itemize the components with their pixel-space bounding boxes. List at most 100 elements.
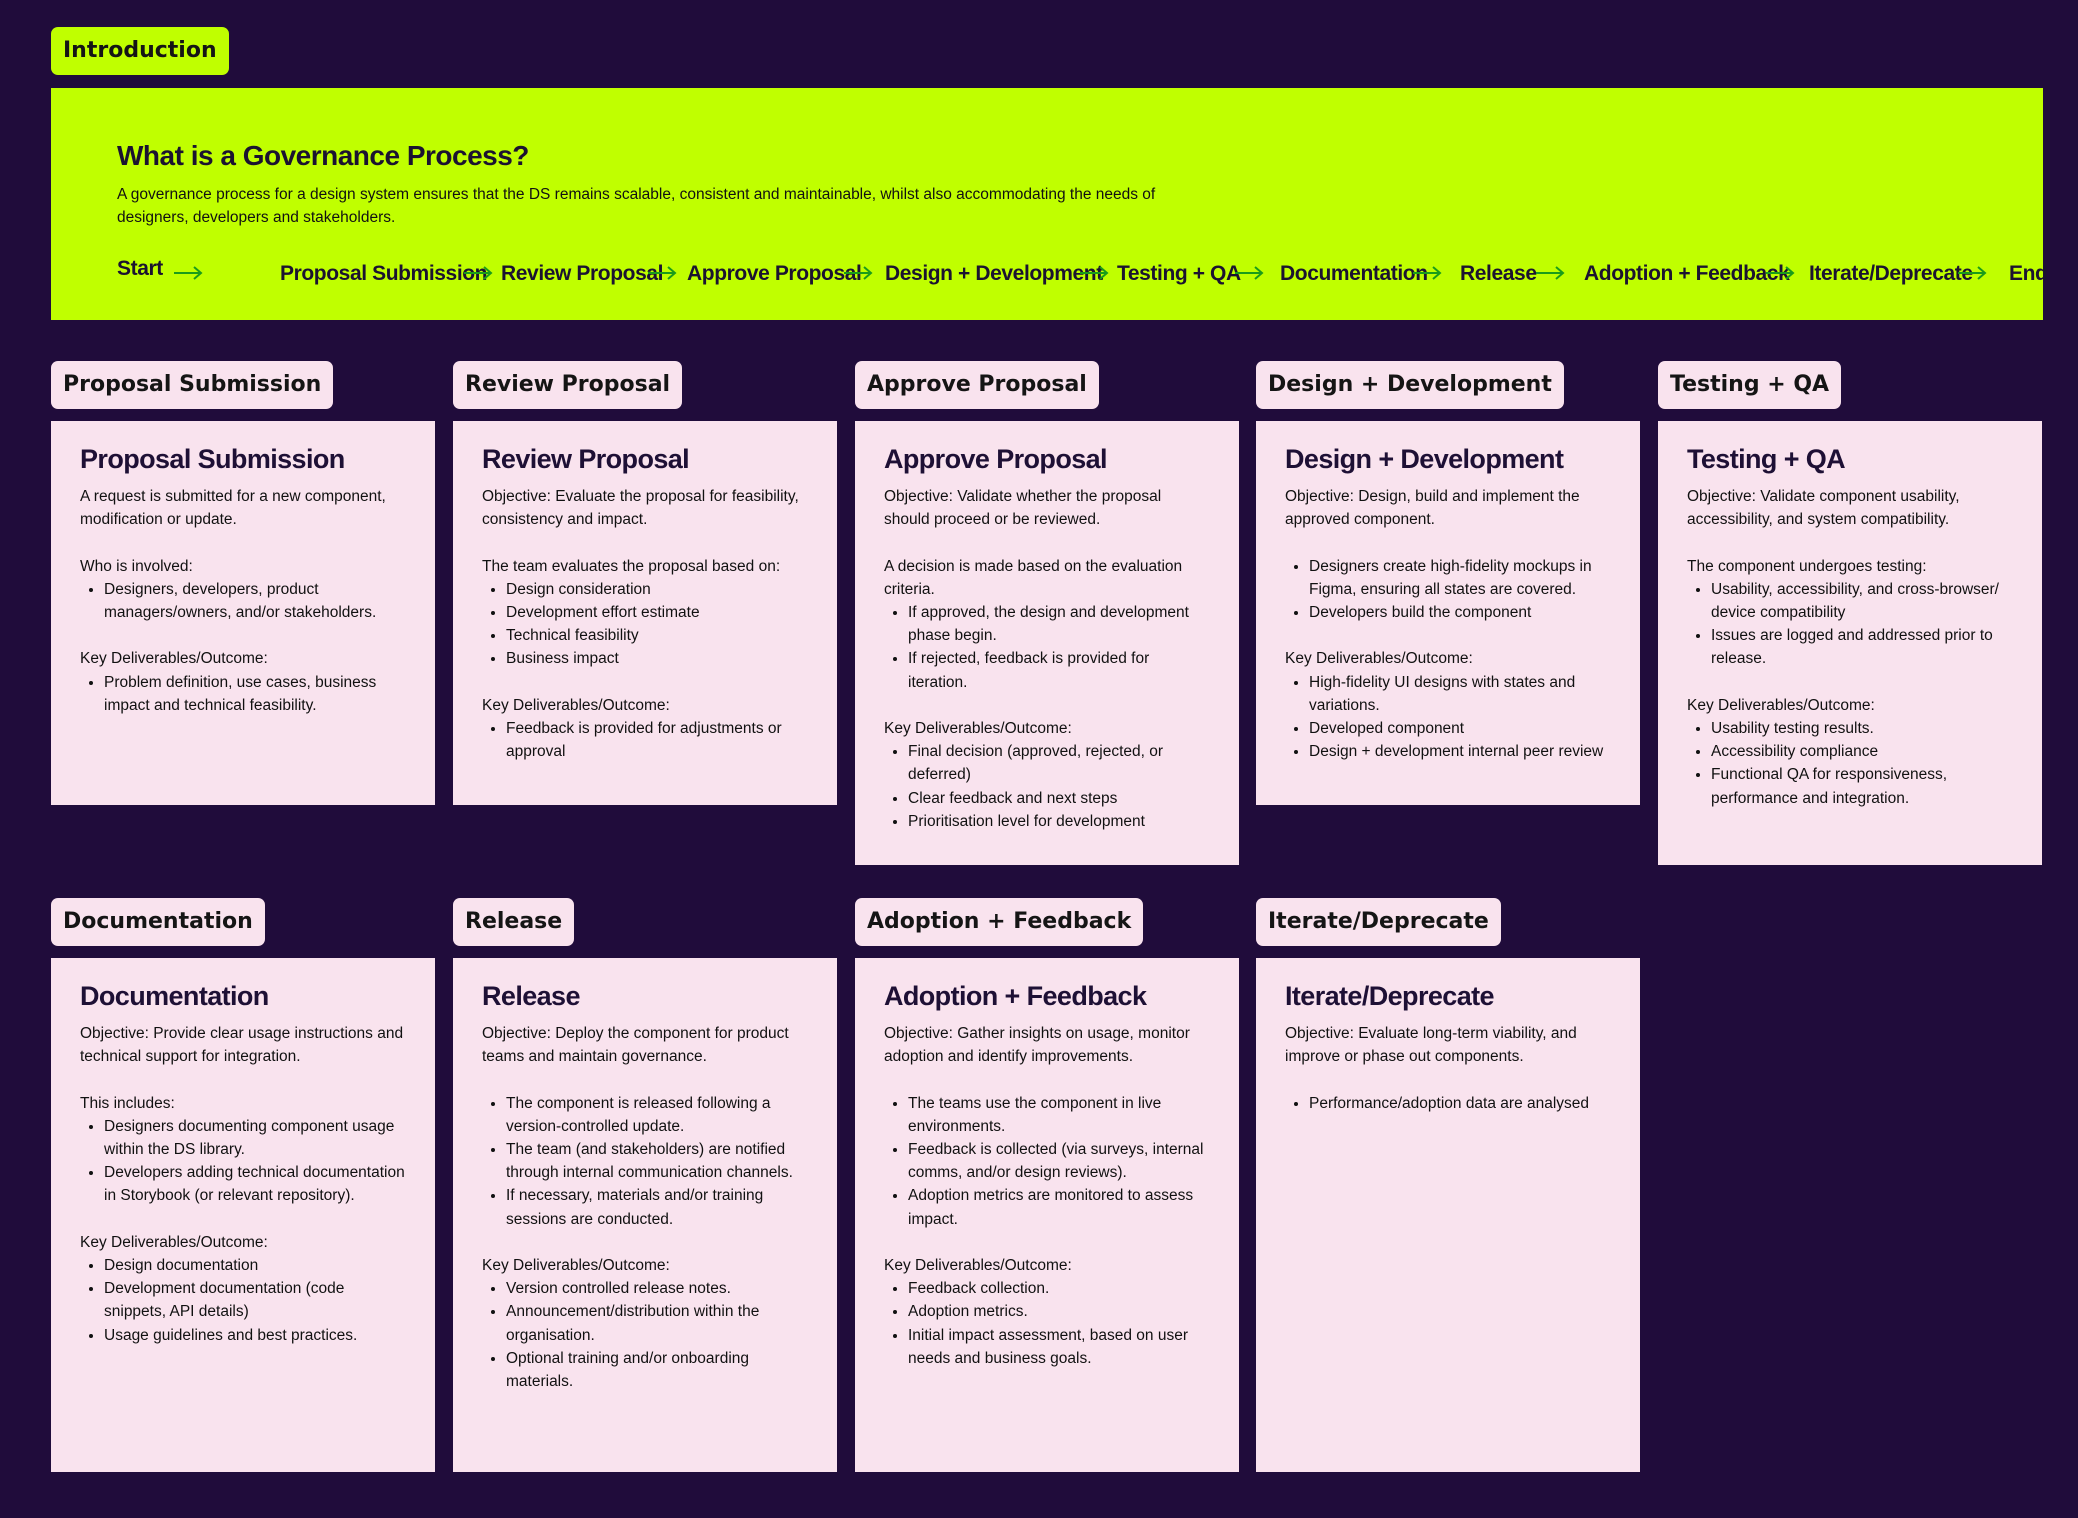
card-text: Key Deliverables/Outcome: <box>884 720 1072 737</box>
card-text: Objective: Validate component usability,… <box>1687 488 1960 529</box>
card-title: Proposal Submission <box>80 444 345 474</box>
card-title: Review Proposal <box>482 444 690 474</box>
flow-step-documentation: Documentation <box>1280 262 1428 285</box>
list-item: Development documentation (code snippets… <box>104 1277 407 1323</box>
card-list: Designers documenting component usage wi… <box>80 1115 407 1208</box>
hero-title: What is a Governance Process? <box>117 140 529 171</box>
list-item: Final decision (approved, rejected, or d… <box>908 740 1211 786</box>
card-list: High-fidelity UI designs with states and… <box>1285 671 1612 764</box>
arrow-right-icon <box>1235 266 1264 280</box>
card-design-development: Design + Development Objective: Design, … <box>1256 421 1640 805</box>
card-text: Key Deliverables/Outcome: <box>482 1257 670 1274</box>
list-item: Feedback is provided for adjustments or … <box>506 717 809 763</box>
tag-design-development: Design + Development <box>1256 361 1564 409</box>
arrow-right-icon <box>648 266 677 280</box>
card-text: A request is submitted for a new compone… <box>80 488 386 529</box>
list-item: Optional training and/or onboarding mate… <box>506 1347 809 1393</box>
flow-step-approve-proposal: Approve Proposal <box>687 262 862 285</box>
list-item: Feedback collection. <box>908 1277 1211 1300</box>
card-text: Key Deliverables/Outcome: <box>482 696 670 714</box>
card-title: Release <box>482 981 580 1011</box>
card-text: Who is involved: <box>80 557 193 575</box>
list-item: Version controlled release notes. <box>506 1277 809 1300</box>
card-release: Release Objective: Deploy the component … <box>453 958 837 1472</box>
flow-step-proposal-submission: Proposal Submission <box>280 262 488 285</box>
card-list: Feedback collection. Adoption metrics. I… <box>884 1277 1211 1370</box>
card-text: Objective: Deploy the component for prod… <box>482 1025 789 1066</box>
tag-adoption-feedback: Adoption + Feedback <box>855 898 1144 946</box>
flow-step-iterate-deprecate: Iterate/Deprecate <box>1809 262 1973 285</box>
card-list: Feedback is provided for adjustments or … <box>482 717 809 763</box>
list-item: The team (and stakeholders) are notified… <box>506 1138 809 1184</box>
list-item: Issues are logged and addressed prior to… <box>1711 624 2014 670</box>
arrow-right-icon <box>1080 266 1109 280</box>
card-text: Key Deliverables/Outcome: <box>884 1257 1072 1274</box>
list-item: The component is released following a ve… <box>506 1092 809 1138</box>
card-list: Problem definition, use cases, business … <box>80 671 407 717</box>
card-list: Performance/adoption data are analysed <box>1285 1092 1612 1115</box>
hero-description: A governance process for a design system… <box>117 186 1156 226</box>
list-item: Usability testing results. <box>1711 717 2014 740</box>
card-text: Objective: Evaluate the proposal for fea… <box>482 488 799 529</box>
card-list: Designers create high-fidelity mockups i… <box>1285 555 1612 625</box>
card-text: Objective: Design, build and implement t… <box>1285 488 1580 529</box>
card-documentation: Documentation Objective: Provide clear u… <box>51 958 435 1472</box>
card-text: The team evaluates the proposal based on… <box>482 557 781 575</box>
card-text: This includes: <box>80 1094 175 1112</box>
list-item: Problem definition, use cases, business … <box>104 671 407 717</box>
arrow-right-icon <box>844 266 873 280</box>
card-list: The teams use the component in live envi… <box>884 1092 1211 1231</box>
card-proposal-submission: Proposal Submission A request is submitt… <box>51 421 435 805</box>
process-flow: Start Proposal Submission Review Proposa… <box>117 256 2048 292</box>
list-item: Developers build the component <box>1309 601 1612 624</box>
card-list: Designers, developers, product managers/… <box>80 578 407 624</box>
card-review-proposal: Review Proposal Objective: Evaluate the … <box>453 421 837 805</box>
card-list: Version controlled release notes. Announ… <box>482 1277 809 1393</box>
list-item: If approved, the design and development … <box>908 601 1211 647</box>
list-item: Adoption metrics. <box>908 1300 1211 1323</box>
list-item: Usage guidelines and best practices. <box>104 1324 407 1347</box>
list-item: The teams use the component in live envi… <box>908 1092 1211 1138</box>
list-item: Feedback is collected (via surveys, inte… <box>908 1138 1211 1184</box>
card-testing-qa: Testing + QA Objective: Validate compone… <box>1658 421 2042 865</box>
arrow-right-icon <box>464 266 493 280</box>
card-approve-proposal: Approve Proposal Objective: Validate whe… <box>855 421 1239 865</box>
list-item: Designers create high-fidelity mockups i… <box>1309 555 1612 601</box>
introduction-tag: Introduction <box>51 27 229 75</box>
governance-overview-panel: What is a Governance Process? A governan… <box>51 88 2048 320</box>
card-text: A decision is made based on the evaluati… <box>884 557 1183 598</box>
list-item: Design consideration <box>506 578 809 601</box>
list-item: If rejected, feedback is provided for it… <box>908 647 1211 693</box>
card-list: If approved, the design and development … <box>884 601 1211 694</box>
list-item: Development effort estimate <box>506 601 809 624</box>
list-item: Usability, accessibility, and cross-brow… <box>1711 578 2014 624</box>
card-iterate-deprecate: Iterate/Deprecate Objective: Evaluate lo… <box>1256 958 1640 1472</box>
list-item: Initial impact assessment, based on user… <box>908 1324 1211 1370</box>
card-text: Objective: Provide clear usage instructi… <box>80 1025 404 1066</box>
card-title: Iterate/Deprecate <box>1285 981 1495 1011</box>
tag-release: Release <box>453 898 575 946</box>
list-item: Design documentation <box>104 1254 407 1277</box>
card-adoption-feedback: Adoption + Feedback Objective: Gather in… <box>855 958 1239 1472</box>
arrow-right-icon <box>1958 266 1987 280</box>
tag-iterate-deprecate: Iterate/Deprecate <box>1256 898 1501 946</box>
arrow-right-icon <box>1766 266 1795 280</box>
card-title: Testing + QA <box>1687 444 1846 474</box>
flow-step-release: Release <box>1460 262 1537 285</box>
card-title: Design + Development <box>1285 444 1564 474</box>
card-text: Objective: Evaluate long-term viability,… <box>1285 1025 1577 1066</box>
list-item: High-fidelity UI designs with states and… <box>1309 671 1612 717</box>
card-list: The component is released following a ve… <box>482 1092 809 1231</box>
list-item: Developed component <box>1309 717 1612 740</box>
list-item: Accessibility compliance <box>1711 740 2014 763</box>
card-text: Key Deliverables/Outcome: <box>80 650 268 668</box>
tag-testing-qa: Testing + QA <box>1658 361 1842 409</box>
tag-documentation: Documentation <box>51 898 265 946</box>
arrow-right-icon <box>1413 266 1442 280</box>
arrow-right-icon <box>174 266 203 280</box>
card-text: Key Deliverables/Outcome: <box>80 1233 268 1251</box>
flow-step-design-development: Design + Development <box>885 262 1103 285</box>
tag-proposal-submission: Proposal Submission <box>51 361 334 409</box>
card-title: Documentation <box>80 981 269 1011</box>
list-item: If necessary, materials and/or training … <box>506 1184 809 1230</box>
